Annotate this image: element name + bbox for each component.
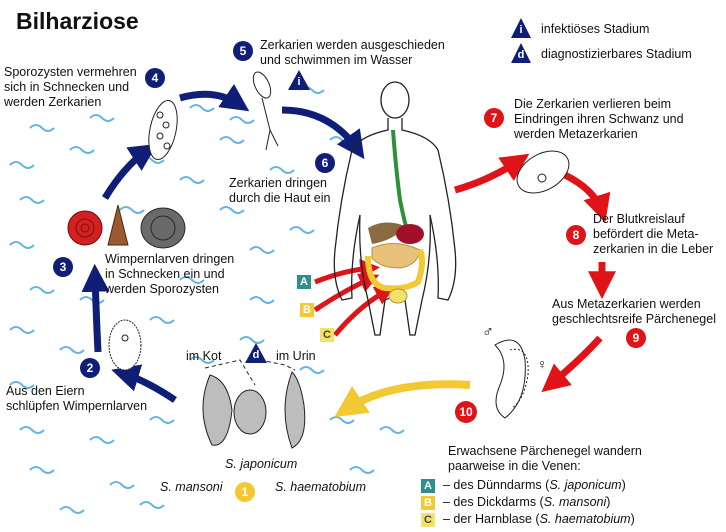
arrow-7-to-8 <box>563 171 611 223</box>
eggs-feces-label: im Kot <box>186 349 222 363</box>
worm-pair-illustration <box>494 339 529 419</box>
triangle-icon <box>511 43 531 63</box>
infectious-stage-symbol: i <box>511 18 531 38</box>
step-5-badge: 5 <box>233 41 253 61</box>
egg-japonicum-label: S. japonicum <box>225 457 298 471</box>
veins-list-item: – des Dünndarms (S. japonicum) <box>443 478 626 492</box>
cercaria-illustration <box>252 71 279 151</box>
arrow-3-to-4 <box>102 143 158 200</box>
triangle-icon <box>511 18 531 38</box>
egg-haematobium-label: S. haematobium <box>275 480 367 494</box>
veins-list-A-marker: A <box>421 479 435 493</box>
legend-diagnostic-label: diagnostizierbares Stadium <box>541 47 692 61</box>
step-1-badge: 1 <box>235 482 255 502</box>
arrow-5-to-6 <box>281 106 365 160</box>
step-3-badge: 3 <box>53 257 73 277</box>
metacercaria-illustration <box>516 150 570 194</box>
miracidium-illustration <box>108 319 142 371</box>
triangle-icon <box>245 343 267 363</box>
step-10-badge: 10 <box>455 401 477 423</box>
triangle-icon <box>288 70 310 90</box>
eggs-illustration <box>202 359 306 449</box>
arrow-6-to-7 <box>454 153 530 194</box>
arrow-eggs-to-2 <box>111 364 177 403</box>
page-title: Bilharziose <box>16 8 139 34</box>
veins-list-item: – der Harnblase (S. haematobium) <box>443 512 635 526</box>
step-8-badge: 8 <box>566 225 586 245</box>
diagnostic-stage-symbol: d <box>511 43 531 63</box>
arrow-9-to-10 <box>541 335 603 393</box>
infectious-stage-marker: i <box>288 70 310 90</box>
arrow-10-to-eggs <box>334 380 471 418</box>
organs <box>365 129 426 304</box>
step-6-badge: 6 <box>315 153 335 173</box>
veins-list-item: – des Dickdarms (S. mansoni) <box>443 495 611 509</box>
arrow-B-vein <box>313 273 380 313</box>
step-2-badge: 2 <box>80 358 100 378</box>
arrow-2-to-3 <box>81 263 110 353</box>
sporocyst-illustration <box>148 100 178 160</box>
step-4-badge: 4 <box>145 68 165 88</box>
arrow-4-to-5 <box>179 83 250 112</box>
step-9-badge: 9 <box>626 328 646 348</box>
egg-mansoni-label: S. mansoni <box>160 480 223 494</box>
vein-B-marker: B <box>300 303 314 317</box>
veins-list-B-marker: B <box>421 496 435 510</box>
legend-infectious-label: infektiöses Stadium <box>541 22 650 36</box>
vein-A-marker: A <box>297 275 311 289</box>
diagnostic-stage-marker: d <box>245 343 267 363</box>
male-symbol: ♂ <box>482 324 494 341</box>
snails-illustration <box>67 204 186 249</box>
arrow-C-vein <box>333 286 396 337</box>
eggs-urine-label: im Urin <box>276 349 316 363</box>
vein-C-marker: C <box>320 328 334 342</box>
step-7-badge: 7 <box>484 108 504 128</box>
veins-list-C-marker: C <box>421 513 435 527</box>
female-symbol: ♀ <box>537 356 548 372</box>
